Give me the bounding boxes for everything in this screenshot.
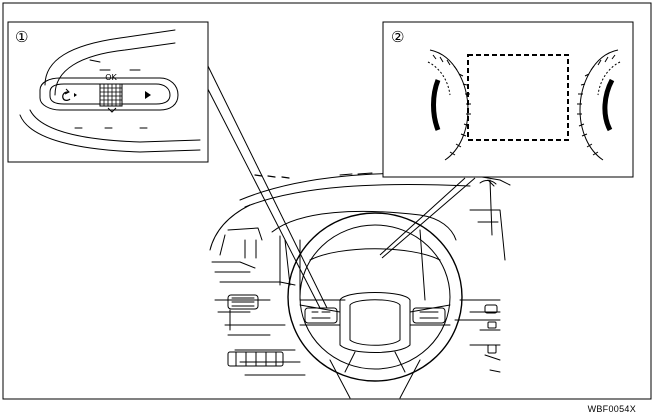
display-area xyxy=(467,54,569,141)
detail-panel-1: OK ① xyxy=(7,21,209,163)
ok-button-hatch xyxy=(100,84,122,106)
leader-lines xyxy=(192,59,476,309)
callout-1: ① xyxy=(15,28,28,46)
ok-label: OK xyxy=(105,73,117,82)
back-icon xyxy=(62,91,71,101)
right-gauge xyxy=(577,49,621,161)
callout-2: ② xyxy=(391,28,404,46)
figure-code: WBF0054X xyxy=(587,404,636,414)
left-arrow-icon xyxy=(74,93,77,97)
right-arrow-icon xyxy=(145,91,151,99)
detail-panel-2: ② xyxy=(382,21,634,178)
ok-button-highlight xyxy=(99,83,123,107)
